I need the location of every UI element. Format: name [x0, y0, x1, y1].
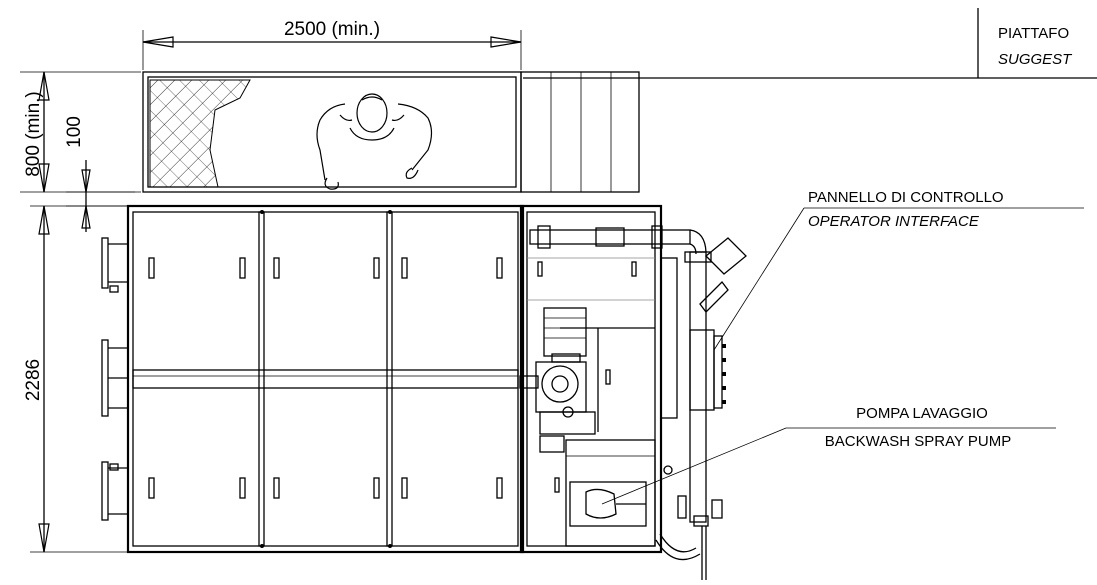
dim-label-2286: 2286	[23, 359, 44, 401]
pump-label-it: POMPA LAVAGGIO	[856, 405, 988, 422]
dim-label-100: 100	[64, 116, 85, 148]
filter-unit	[101, 204, 525, 554]
callout-control-panel: PANNELLO DI CONTROLLO OPERATOR INTERFACE	[713, 189, 1084, 351]
dimension-2500: 2500 (min.)	[142, 19, 522, 70]
control-panel	[689, 329, 726, 411]
control-label-it: PANNELLO DI CONTROLLO	[808, 189, 1004, 206]
dim-label-2500: 2500 (min.)	[284, 19, 380, 40]
side-piping	[655, 237, 747, 580]
operator-figure	[316, 93, 433, 190]
pump-label-en: BACKWASH SPRAY PUMP	[825, 433, 1011, 450]
platform-label-it: PIATTAFO	[998, 25, 1069, 42]
callout-backwash-pump: POMPA LAVAGGIO BACKWASH SPRAY PUMP	[601, 405, 1056, 505]
operator-platform	[142, 71, 640, 193]
dim-label-800: 800 (min.)	[23, 91, 44, 177]
motor	[519, 307, 596, 435]
title-block: PIATTAFO SUGGEST	[523, 8, 1097, 79]
dimension-100: 100	[64, 116, 135, 232]
platform-label-en: SUGGEST	[998, 51, 1073, 68]
equipment-section	[519, 204, 707, 554]
backwash-pump	[585, 488, 646, 519]
control-label-en: OPERATOR INTERFACE	[808, 213, 980, 230]
dimension-2286: 2286	[23, 205, 128, 553]
